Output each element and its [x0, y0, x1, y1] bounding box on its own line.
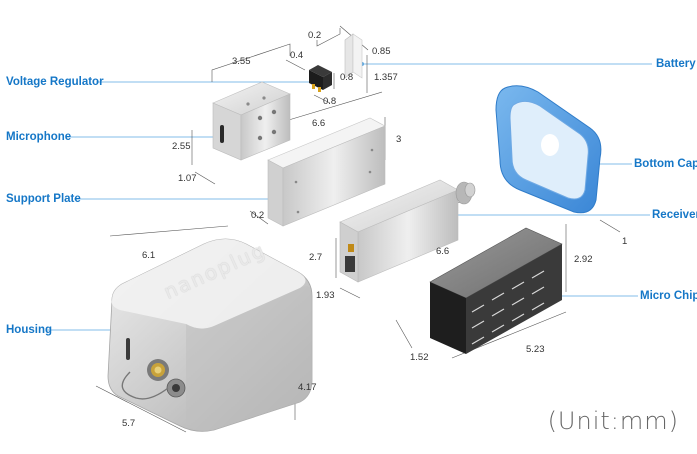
bottom-cap-part	[495, 85, 602, 214]
dim-battery-height: 1.357	[374, 72, 398, 83]
callout-micro-chip: Micro Chip	[640, 290, 697, 302]
dim-plate-height: 3	[396, 134, 402, 145]
callout-bottom-cap: Bottom Cap	[634, 158, 697, 170]
callout-battery: Battery	[656, 58, 696, 70]
callout-receiver: Receiver	[652, 209, 697, 221]
dim-regulator-depth: 0.8	[323, 96, 337, 107]
battery-part	[344, 33, 363, 79]
dim-receiver-length: 6.6	[436, 246, 450, 257]
dim-receiver-height: 2.7	[309, 252, 323, 263]
dim-housing-depth: 5.7	[122, 418, 136, 429]
housing-part	[107, 238, 313, 432]
dim-chip-width: 5.23	[526, 344, 545, 355]
receiver-part	[339, 179, 476, 283]
callout-voltage-regulator: Voltage Regulator	[6, 76, 104, 88]
dim-chip-depth: 1.52	[410, 352, 429, 363]
dim-plate-width: 6.6	[312, 118, 326, 129]
micro-chip-part	[429, 227, 563, 354]
dim-housing-width: 6.1	[142, 250, 156, 261]
dim-regulator-width: 0.4	[290, 50, 304, 61]
dim-battery-width: 0.85	[372, 46, 391, 57]
unit-label: (Unit:mm)	[547, 407, 679, 435]
dim-receiver-width: 1.93	[316, 290, 335, 301]
dim-microphone-height: 2.55	[172, 141, 191, 152]
callout-microphone: Microphone	[6, 131, 72, 143]
dim-housing-height: 4.17	[298, 382, 317, 393]
voltage-regulator-part	[309, 65, 332, 92]
dim-chip-height: 2.92	[574, 254, 593, 265]
dim-cap-thickness: 1	[622, 236, 628, 247]
microphone-part	[212, 81, 291, 161]
dim-battery-thickness: 0.2	[308, 30, 322, 41]
dim-microphone-depth: 1.07	[178, 173, 197, 184]
dim-regulator-height: 0.8	[340, 72, 354, 83]
callout-support-plate: Support Plate	[6, 193, 81, 205]
dim-microphone-width: 3.55	[232, 56, 251, 67]
dim-plate-thickness: 0.2	[251, 210, 265, 221]
callout-housing: Housing	[6, 324, 52, 336]
support-plate-part	[267, 117, 386, 227]
